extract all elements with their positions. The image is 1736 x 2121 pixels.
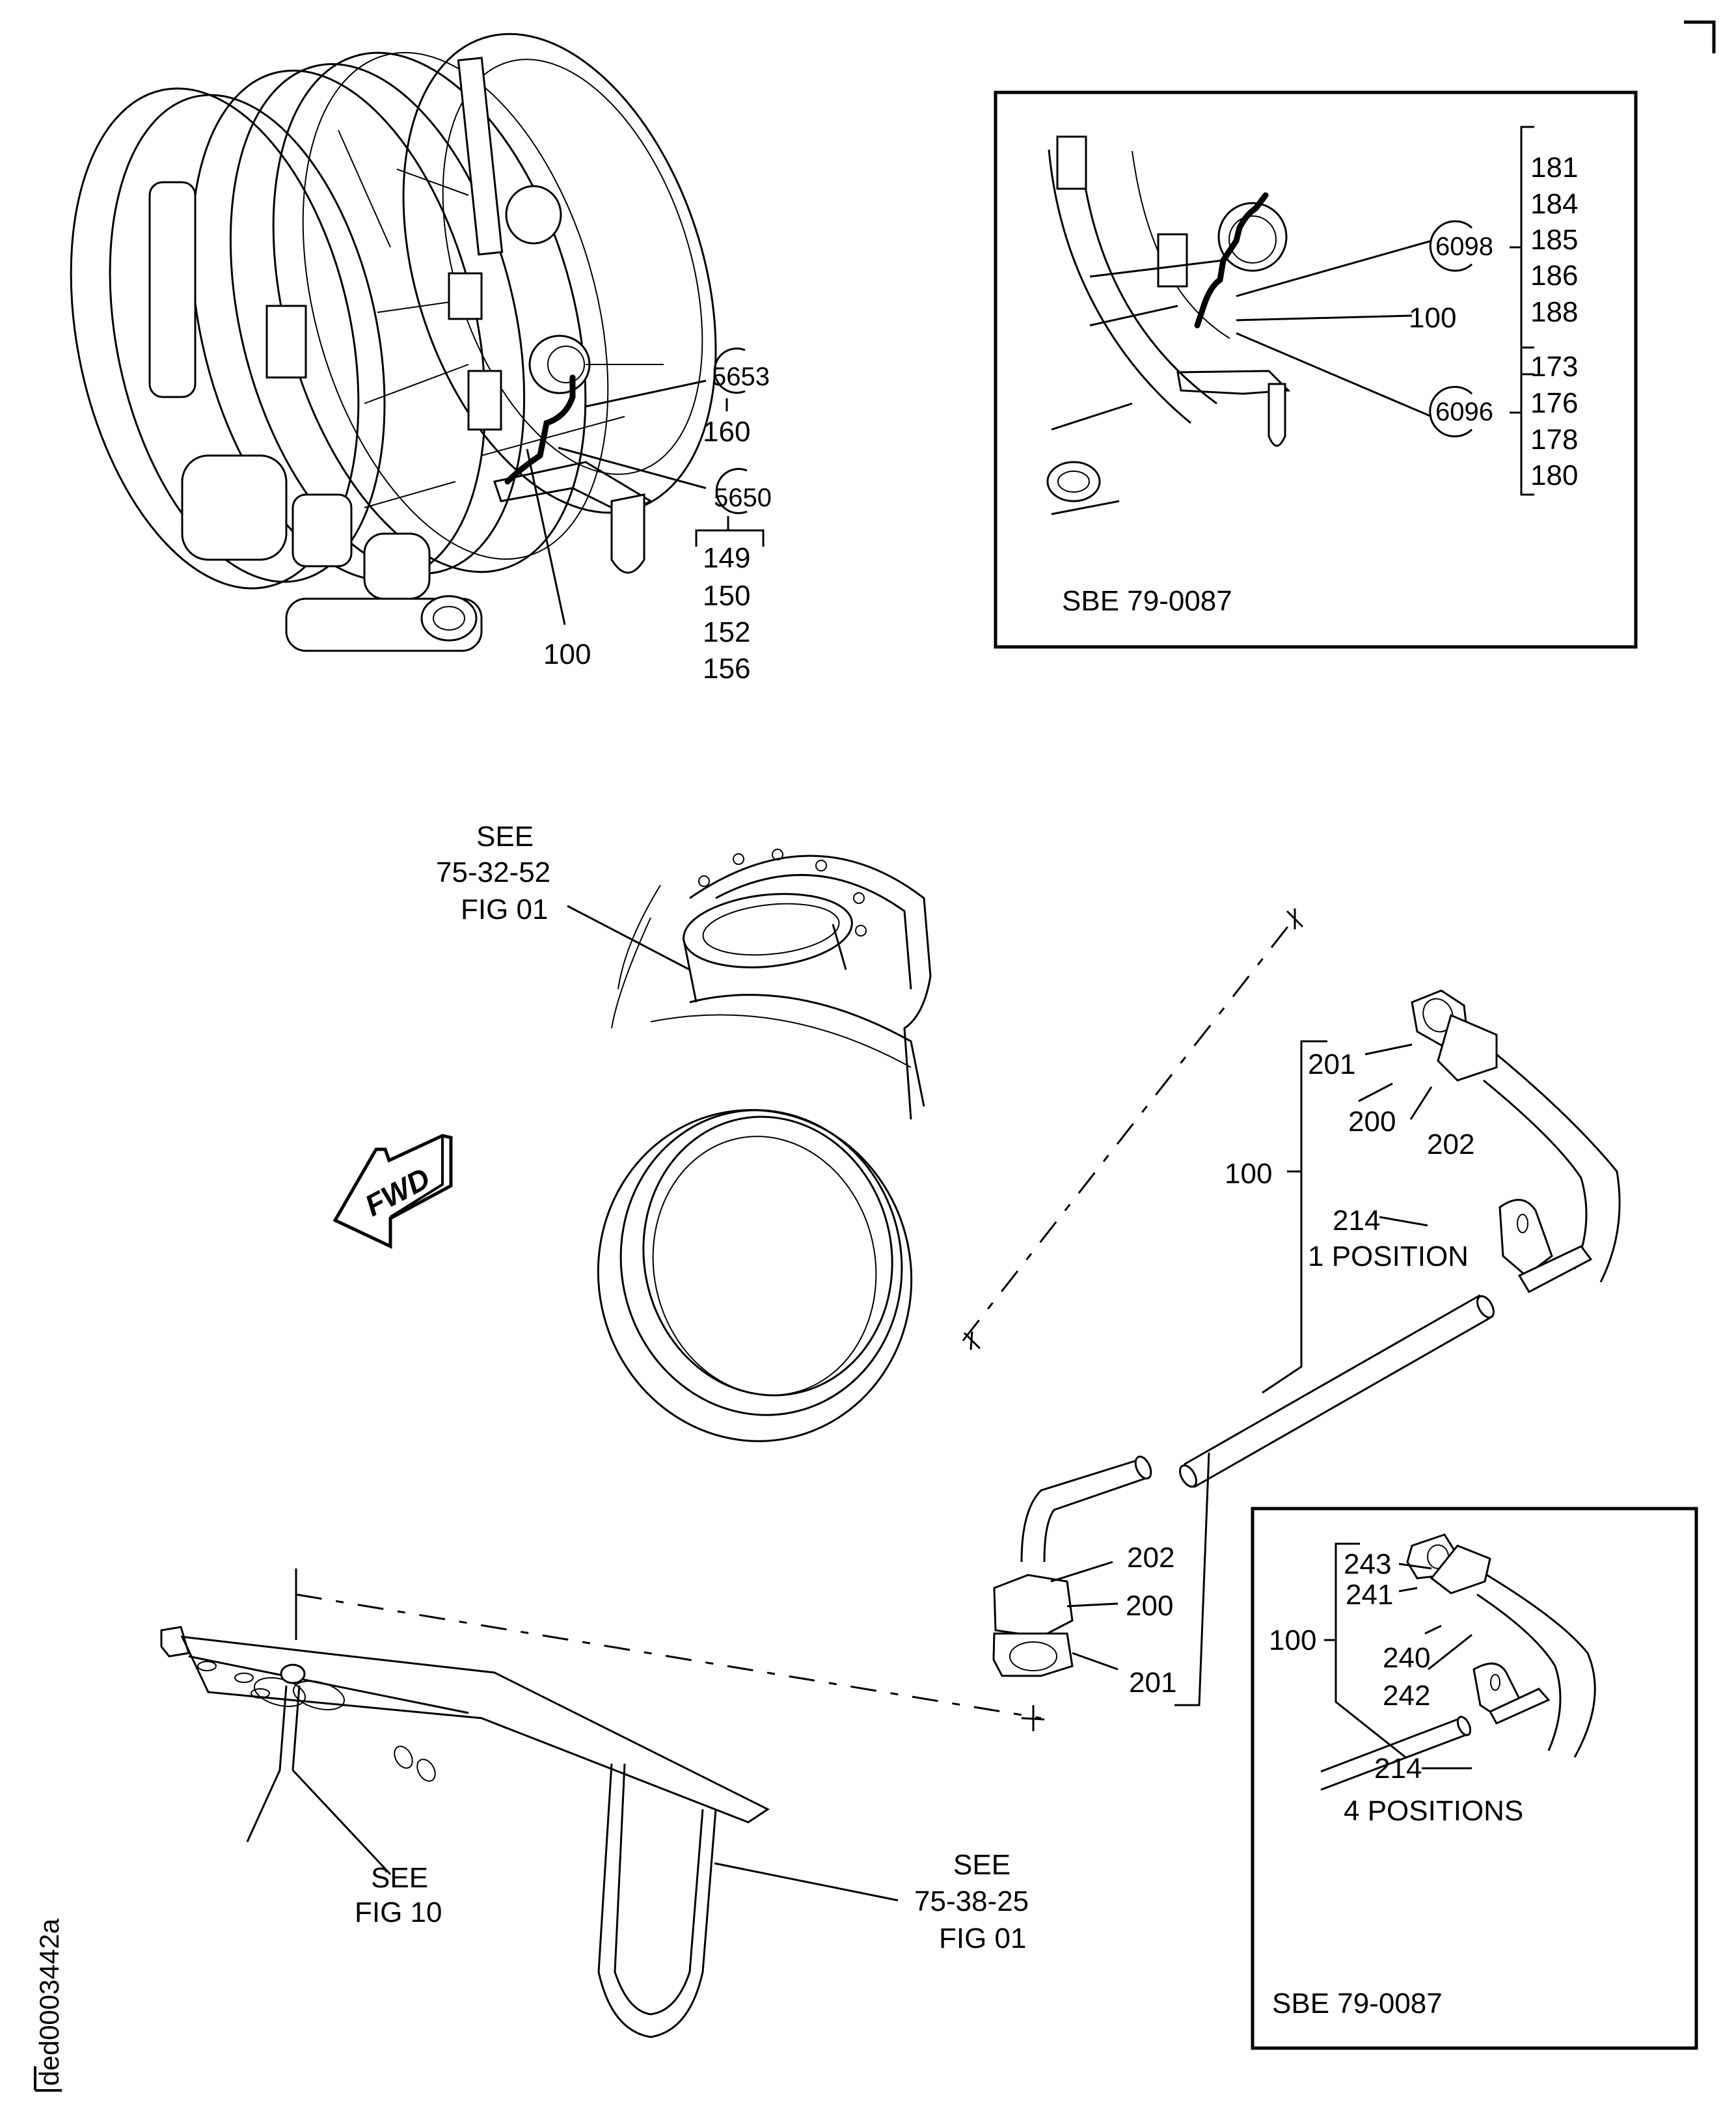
callout-178: 178 <box>1530 424 1578 456</box>
duct-view: SEE 75-32-52 FIG 01 <box>436 821 1304 1442</box>
callout-201-upper: 201 <box>1308 1048 1355 1080</box>
callout-200-lower: 200 <box>1126 1590 1173 1622</box>
callout-150: 150 <box>703 580 750 612</box>
figure-id: ded0003442a <box>34 1918 64 2092</box>
leader-100-inset <box>1236 314 1413 322</box>
callout-100-inset-top: 100 <box>1409 302 1456 334</box>
callout-5653: 5653 <box>712 363 770 391</box>
bubble-5650-circle <box>715 468 748 514</box>
callout-201-lower: 201 <box>1129 1667 1176 1699</box>
inset-top-frame <box>994 90 1638 649</box>
callout-243: 243 <box>1344 1548 1391 1580</box>
leader-fig-10 <box>292 1769 392 1876</box>
inset-bottom-caption: SBE 79-0087 <box>1272 1988 1443 2019</box>
duct-ref-see: SEE <box>476 821 534 853</box>
bracket-right-ref-see: SEE <box>953 1849 1010 1881</box>
inset-bottom: 100 243 241 240 242 214 4 POSITIONS SBE … <box>1251 1507 1698 2050</box>
fwd-arrow-shape <box>332 1134 453 1249</box>
engine-view: 5653 160 5650 149 150 152 156 100 <box>70 33 772 685</box>
assembly-100-inset-bracket <box>1324 1542 1406 1758</box>
callout-181: 181 <box>1530 152 1578 184</box>
inset-bottom-frame <box>1251 1507 1698 2050</box>
callout-100-engine: 100 <box>543 638 591 670</box>
tube-drawing <box>992 989 1621 1677</box>
callout-6098: 6098 <box>1435 232 1493 261</box>
tube-assembly: 100 201 200 202 214 1 POSITION 202 200 2… <box>295 989 1621 1731</box>
duct-drawing <box>597 849 932 1442</box>
bracket-right-ref-fig: FIG 01 <box>939 1923 1027 1954</box>
callout-241: 241 <box>1346 1579 1393 1611</box>
bracket-drawing <box>160 1568 770 2038</box>
callout-188: 188 <box>1530 296 1578 328</box>
figure-id-label: ded0003442a <box>34 1918 64 2086</box>
clamp-note-4-positions: 4 POSITIONS <box>1344 1795 1523 1827</box>
bracket-view: SEE FIG 10 SEE 75-38-25 FIG 01 <box>160 1568 1029 2038</box>
callout-156: 156 <box>703 653 750 685</box>
callout-173: 173 <box>1530 351 1578 383</box>
inset-top-caption: SBE 79-0087 <box>1062 585 1232 617</box>
bracket-left-ref-fig: FIG 10 <box>355 1896 442 1928</box>
bracket-left-ref-see: SEE <box>371 1862 428 1894</box>
callout-240: 240 <box>1383 1642 1430 1674</box>
callout-160: 160 <box>703 416 750 448</box>
callout-202-upper: 202 <box>1427 1129 1474 1160</box>
assembly-100-bracket <box>1262 1040 1327 1394</box>
inset-top: 6098 181 184 185 186 188 100 6096 173 17… <box>994 90 1638 649</box>
fwd-arrow: FWD <box>332 1134 453 1249</box>
callout-185: 185 <box>1530 224 1578 256</box>
inset-top-drawing <box>1046 135 1291 515</box>
leader-5650 <box>558 446 707 489</box>
bracket-right-ref-number: 75-38-25 <box>914 1885 1029 1917</box>
corner-crop-mark <box>1684 20 1716 53</box>
callout-186: 186 <box>1530 260 1578 292</box>
leader-75-38-25 <box>714 1862 899 1902</box>
callout-200-upper: 200 <box>1348 1106 1396 1138</box>
callout-214-inset: 214 <box>1374 1753 1422 1785</box>
dashed-centerline-lower <box>295 1593 1042 1719</box>
dashed-centerline-upper <box>962 917 1296 1341</box>
callout-176: 176 <box>1530 387 1578 419</box>
leader-5653 <box>584 379 707 408</box>
bubble-5653-circle <box>713 348 746 394</box>
bubble-6096-circle <box>1429 386 1473 437</box>
callout-6096: 6096 <box>1435 398 1493 426</box>
callout-100-inset-bottom: 100 <box>1269 1624 1316 1656</box>
callout-152: 152 <box>703 616 750 648</box>
bubble-6098-circle <box>1429 220 1473 272</box>
callout-214: 214 <box>1333 1205 1380 1237</box>
duct-ref-fig: FIG 01 <box>461 894 549 925</box>
callout-202-lower: 202 <box>1127 1542 1174 1574</box>
engine-drawing <box>70 33 717 652</box>
leader-6096 <box>1236 332 1432 418</box>
leader-6098 <box>1236 239 1432 297</box>
assembly-100-lower-bracket <box>1174 1452 1210 1706</box>
duct-ref-number: 75-32-52 <box>436 856 550 888</box>
leader-100 <box>526 448 566 625</box>
leader-duct-ref <box>567 905 690 971</box>
callout-149: 149 <box>703 542 750 574</box>
callout-242: 242 <box>1383 1680 1430 1712</box>
clamp-note-1-position: 1 POSITION <box>1308 1240 1469 1272</box>
callout-5650: 5650 <box>714 484 772 512</box>
callout-180: 180 <box>1530 459 1578 491</box>
callout-100-assembly: 100 <box>1225 1158 1272 1190</box>
callout-184: 184 <box>1530 188 1578 220</box>
